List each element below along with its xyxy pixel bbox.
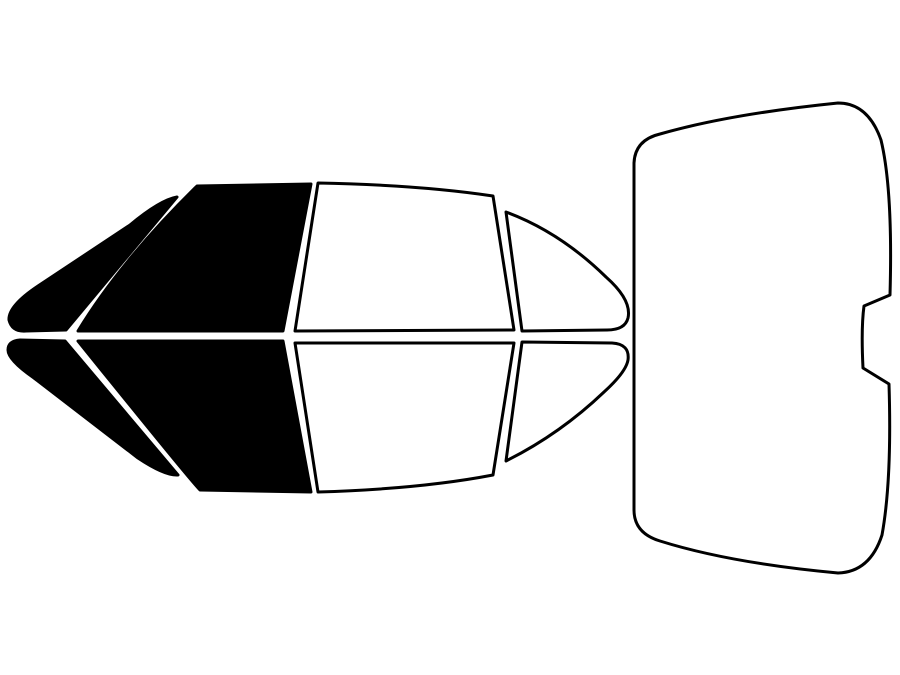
lower-quarter-glass bbox=[6, 338, 180, 477]
upper-quarter-glass bbox=[7, 195, 179, 333]
upper-rear-door-window bbox=[76, 182, 313, 333]
upper-vent-window bbox=[504, 210, 631, 333]
lower-vent-window bbox=[504, 340, 630, 463]
upper-front-door-window bbox=[293, 181, 516, 333]
rear-windshield bbox=[632, 101, 893, 575]
lower-front-door-window bbox=[293, 341, 516, 494]
lower-rear-door-window bbox=[76, 339, 313, 494]
